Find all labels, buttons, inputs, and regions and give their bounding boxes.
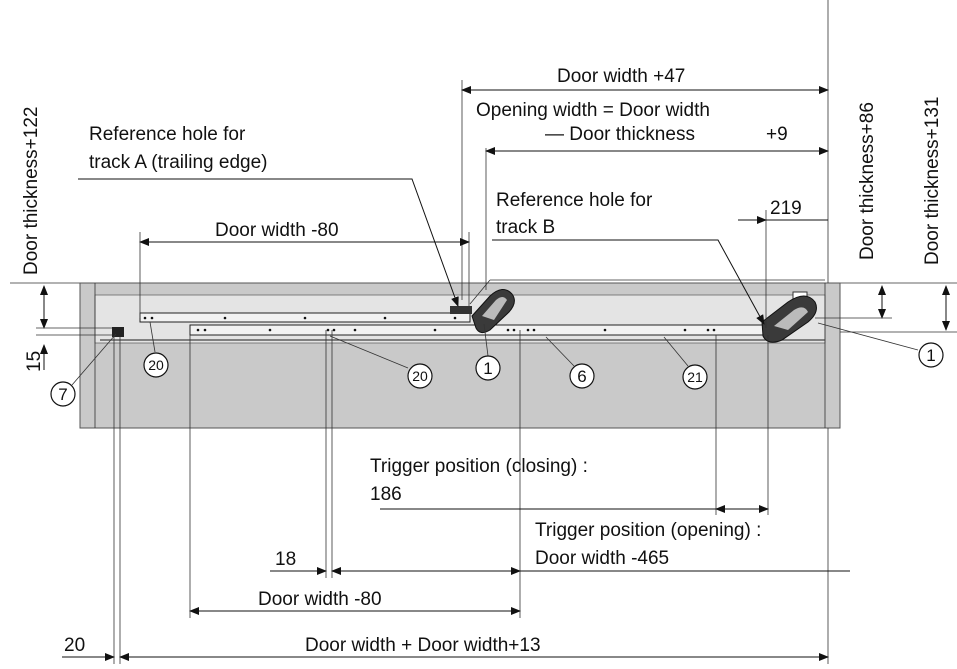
label-219: 219 (770, 198, 802, 219)
label-20: 20 (64, 635, 85, 656)
label-18: 18 (275, 549, 296, 570)
stopper-part-7 (112, 327, 124, 337)
label-door-width-total: Door width + Door width+13 (305, 635, 541, 656)
label-ref-hole-b-2: track B (496, 217, 555, 238)
label-opening-width-2: — Door thickness (545, 124, 695, 145)
track-holes (143, 316, 716, 332)
callout-6-text: 6 (577, 367, 586, 386)
leader-c7 (71, 333, 117, 386)
label-15: 15 (24, 351, 45, 372)
label-door-width-47: Door width +47 (557, 66, 685, 87)
leader-c20-mid (329, 335, 409, 369)
label-door-thickness-122: Door thickness+122 (21, 107, 42, 275)
leader-c1-left (483, 323, 489, 357)
callout-7-text: 7 (58, 385, 67, 404)
callout-21-text: 21 (687, 369, 703, 385)
callout-20-left (143, 352, 169, 378)
callout-20-left-text: 20 (148, 357, 164, 373)
label-trigger-opening-2: Door width -465 (535, 548, 669, 569)
callout-6 (569, 363, 595, 389)
label-door-width-80-top: Door width -80 (215, 220, 339, 241)
label-trigger-opening-1: Trigger position (opening) : (535, 520, 761, 541)
callout-1-left (475, 355, 501, 381)
callout-7 (50, 381, 76, 407)
roller-unit-left (450, 279, 825, 334)
label-door-width-80-bottom: Door width -80 (258, 589, 382, 610)
label-trigger-closing-2: 186 (370, 484, 402, 505)
callout-20-mid (407, 363, 433, 389)
label-door-thickness-86: Door thickness+86 (857, 102, 878, 260)
label-opening-width-1: Opening width = Door width (476, 100, 710, 121)
callout-20-mid-text: 20 (412, 368, 428, 384)
label-ref-hole-a-1: Reference hole for (89, 124, 246, 145)
callout-21 (682, 364, 708, 390)
leader-ref-hole-a (78, 178, 459, 307)
label-ref-hole-b-1: Reference hole for (496, 190, 653, 211)
leader-c1-right (817, 322, 919, 351)
callout-1-left-text: 1 (483, 359, 492, 378)
leader-c20-left (149, 321, 156, 353)
callout-1-right (918, 342, 944, 368)
leader-c21 (663, 336, 689, 367)
leader-ref-hole-b (492, 239, 765, 325)
leader-c6 (545, 336, 575, 367)
label-opening-width-plus9: +9 (766, 124, 788, 145)
label-door-thickness-131: Door thickness+131 (922, 97, 943, 265)
label-trigger-closing-1: Trigger position (closing) : (370, 456, 588, 477)
roller-unit-right (761, 291, 817, 343)
callout-1-right-text: 1 (926, 346, 935, 365)
label-ref-hole-a-2: track A (trailing edge) (89, 152, 267, 173)
